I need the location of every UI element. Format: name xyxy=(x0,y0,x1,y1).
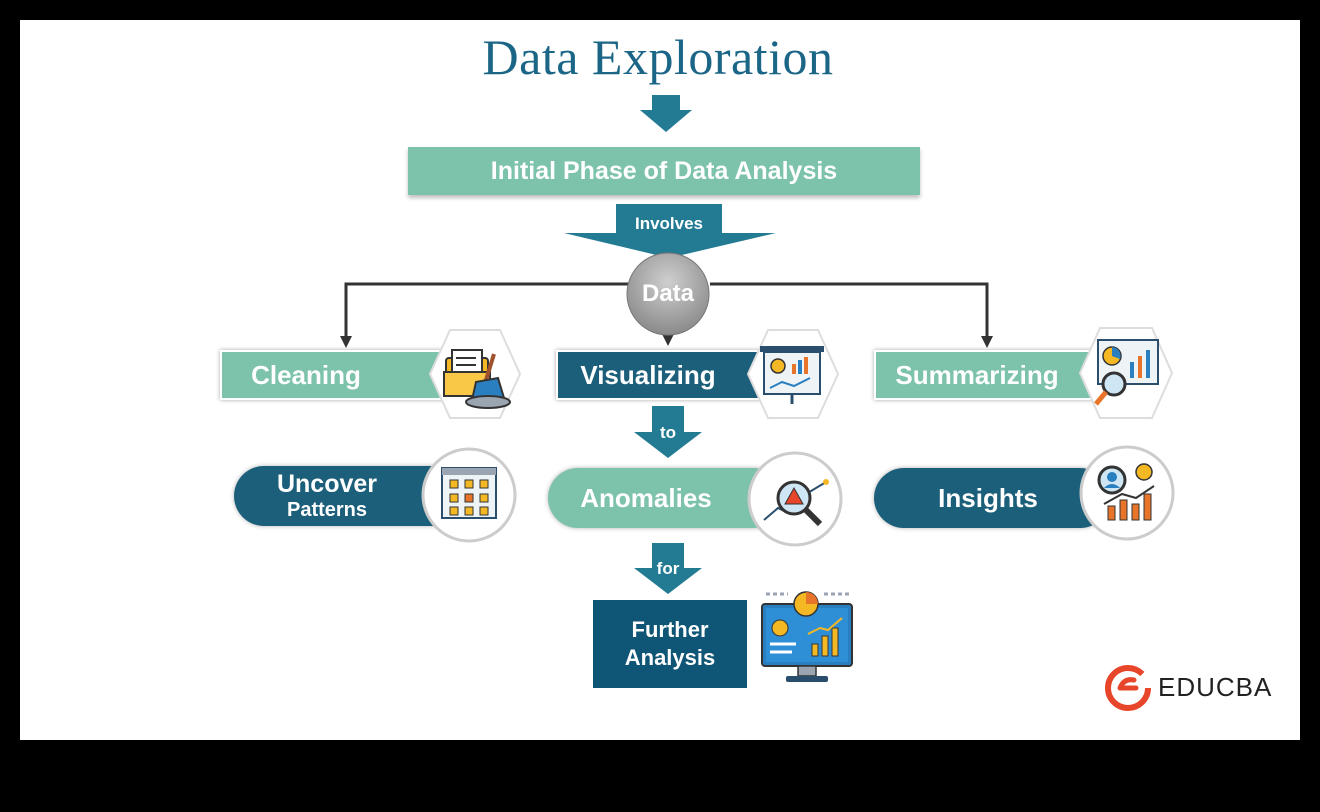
hub-label: Data xyxy=(641,280,695,307)
monitor-dashboard-icon xyxy=(761,591,853,682)
diagram-title: Data Exploration xyxy=(482,29,834,85)
brand-name: EDUCBA xyxy=(1158,672,1273,702)
visualizing-box: Visualizing xyxy=(556,350,780,400)
anomalies-pill: Anomalies xyxy=(548,468,784,528)
arrowhead-visualizing xyxy=(662,334,674,346)
cleaning-box: Cleaning xyxy=(220,350,452,400)
arrowhead-cleaning xyxy=(340,336,352,348)
label-to: to xyxy=(659,423,677,442)
arrowhead-summarizing xyxy=(981,336,993,348)
visualizing-label: Visualizing xyxy=(580,359,716,390)
analysis-label: Analysis xyxy=(624,645,716,670)
educba-logo-icon xyxy=(1105,665,1151,711)
summarizing-label: Summarizing xyxy=(895,359,1059,390)
line-to-cleaning xyxy=(344,282,630,340)
arrow-title-down xyxy=(640,95,692,132)
arrow-involves xyxy=(564,204,776,258)
arrow-for xyxy=(634,543,702,594)
cleaning-label: Cleaning xyxy=(251,359,361,390)
presentation-board-icon xyxy=(746,329,840,419)
phase-box: Initial Phase of Data Analysis xyxy=(408,147,920,195)
patterns-label: Patterns xyxy=(286,499,368,521)
arrow-to xyxy=(634,406,702,458)
line-to-summarizing xyxy=(710,282,989,340)
uncover-label: Uncover xyxy=(276,470,378,498)
label-involves: Involves xyxy=(634,214,704,233)
insights-label: Insights xyxy=(938,482,1038,513)
folder-broom-icon xyxy=(428,329,522,419)
magnifier-warning-icon xyxy=(747,451,843,547)
summarizing-box: Summarizing xyxy=(874,350,1100,400)
label-for: for xyxy=(656,559,680,578)
insight-chart-icon xyxy=(1079,445,1175,541)
anomalies-label: Anomalies xyxy=(580,482,712,513)
insights-pill: Insights xyxy=(874,468,1110,528)
report-magnifier-icon xyxy=(1078,327,1174,419)
hub-circle xyxy=(626,252,710,336)
further-label: Further xyxy=(631,617,709,642)
pattern-grid-icon xyxy=(421,447,517,543)
further-analysis-box: Further Analysis xyxy=(593,600,747,688)
